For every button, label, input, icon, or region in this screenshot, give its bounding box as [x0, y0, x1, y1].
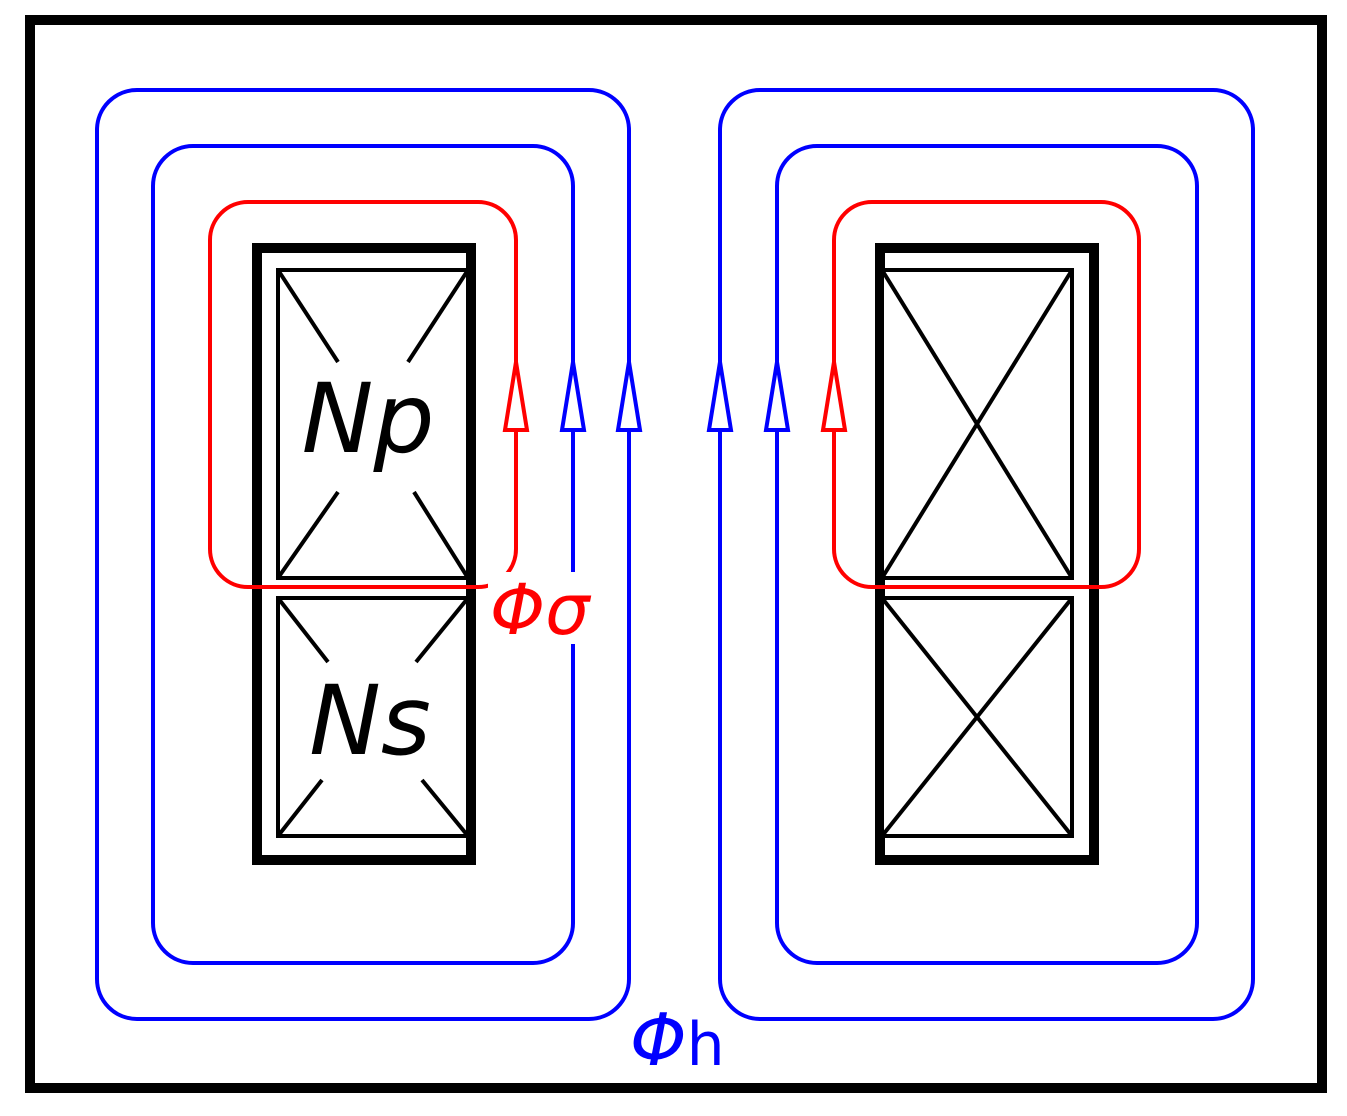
- main-flux-subscript: h: [687, 1010, 725, 1080]
- main-flux-loop-right-outer: [718, 88, 1255, 1021]
- main-flux-arrow-left-outer: [615, 361, 643, 432]
- secondary-winding-label: Ns: [309, 665, 431, 777]
- main-flux-loop-left-outer: [95, 88, 631, 1021]
- secondary-winding-cross: [278, 598, 468, 836]
- primary-winding-label: Np: [302, 363, 435, 475]
- right-lower-winding-cross-b: [880, 596, 1074, 838]
- transformer-core: [25, 15, 1327, 1093]
- main-flux-loop-left-inner: [151, 144, 575, 965]
- right-upper-winding-cross-b: [880, 268, 1074, 580]
- main-flux-loop-right-inner: [775, 144, 1199, 965]
- right-winding-block: [875, 243, 1099, 865]
- main-flux-symbol: Φ: [630, 998, 687, 1082]
- main-flux-arrow-left-inner: [559, 361, 587, 432]
- leakage-flux-label: Φσ: [490, 569, 592, 651]
- leakage-flux-arrow-right: [820, 361, 848, 432]
- main-flux-label-backdrop: [628, 1004, 726, 1070]
- primary-winding-cross: [278, 270, 468, 578]
- leakage-flux-label-backdrop: [488, 572, 608, 644]
- main-flux-arrow-right-inner: [763, 361, 791, 432]
- left-winding-block: Np Ns: [252, 243, 476, 865]
- main-flux-label: Φh: [630, 998, 725, 1082]
- main-flux-arrow-right-outer: [706, 361, 734, 432]
- leakage-flux-arrow-left: [502, 361, 530, 432]
